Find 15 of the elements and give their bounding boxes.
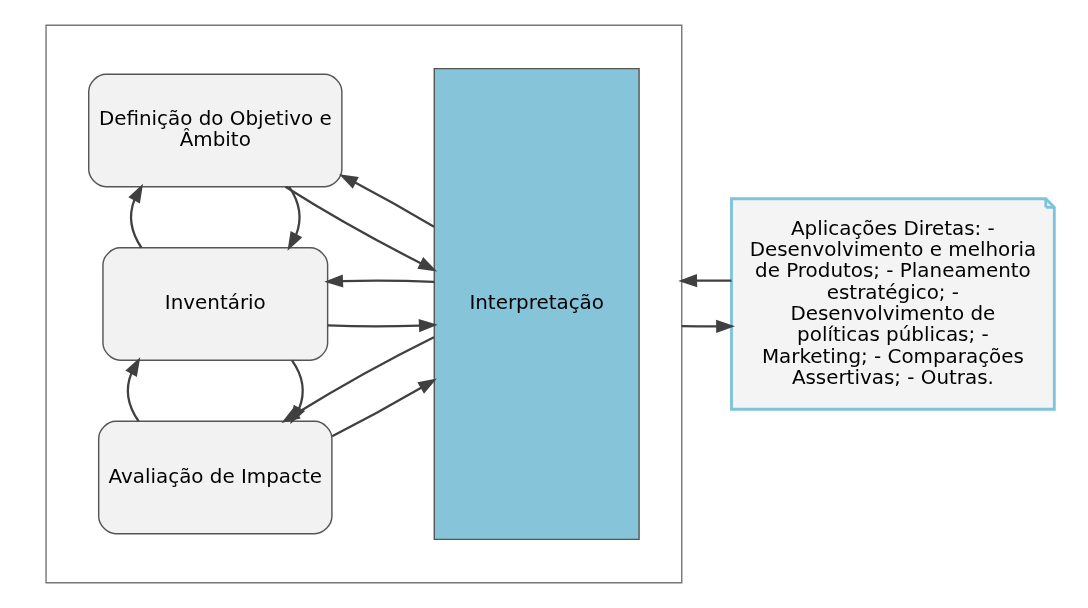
node-box: Interpretação [433,67,640,541]
arrow [677,274,731,288]
arrow [338,174,435,228]
node-box: Avaliação de Impacte [97,420,333,535]
cluster [44,24,682,584]
arrow [124,357,140,422]
arrow [323,274,434,288]
arrow [681,319,735,333]
arrow [127,183,143,249]
arrow [327,319,438,333]
arrow [331,378,437,438]
node-box: Inventário [101,247,328,361]
node-box: Definição do Objetivo e Âmbito [87,73,343,188]
arrow [284,185,437,272]
arrow [287,186,302,251]
